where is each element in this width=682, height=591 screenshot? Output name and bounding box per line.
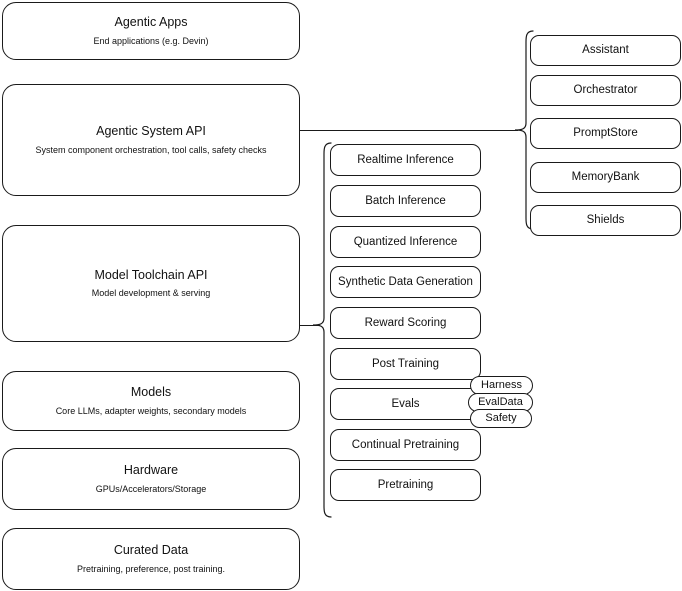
capability-label: Reward Scoring xyxy=(364,316,447,329)
stack-layer-curated-data[interactable]: Curated Data Pretraining, preference, po… xyxy=(2,528,300,590)
layer-subtitle: GPUs/Accelerators/Storage xyxy=(95,483,207,494)
capability-quantized-inference[interactable]: Quantized Inference xyxy=(330,226,481,258)
capability-label: Realtime Inference xyxy=(357,153,454,166)
connector-agentic-system-api-to-components xyxy=(300,130,518,132)
component-label: PromptStore xyxy=(573,127,638,140)
layer-subtitle: Core LLMs, adapter weights, secondary mo… xyxy=(55,405,247,416)
stack-layer-model-toolchain-api[interactable]: Model Toolchain API Model development & … xyxy=(2,225,300,342)
component-promptstore[interactable]: PromptStore xyxy=(530,118,681,149)
layer-title: Curated Data xyxy=(113,543,189,558)
component-shields[interactable]: Shields xyxy=(530,205,681,236)
eval-subcomponent-harness[interactable]: Harness xyxy=(470,376,533,395)
stack-layer-agentic-apps[interactable]: Agentic Apps End applications (e.g. Devi… xyxy=(2,2,300,60)
capability-continual-pretraining[interactable]: Continual Pretraining xyxy=(330,429,481,461)
layer-title: Agentic Apps xyxy=(114,15,188,30)
layer-subtitle: Pretraining, preference, post training. xyxy=(76,563,226,574)
eval-subcomponent-label: Safety xyxy=(485,411,517,424)
layer-subtitle: Model development & serving xyxy=(91,288,211,299)
capability-reward-scoring[interactable]: Reward Scoring xyxy=(330,307,481,339)
eval-subcomponent-safety[interactable]: Safety xyxy=(470,409,532,428)
eval-subcomponent-evaldata[interactable]: EvalData xyxy=(468,393,533,412)
capability-realtime-inference[interactable]: Realtime Inference xyxy=(330,144,481,176)
capability-synthetic-data-generation[interactable]: Synthetic Data Generation xyxy=(330,266,481,298)
layer-subtitle: End applications (e.g. Devin) xyxy=(93,35,209,46)
capability-evals[interactable]: Evals xyxy=(330,388,481,420)
component-label: Assistant xyxy=(582,44,629,57)
layer-title: Hardware xyxy=(123,463,179,478)
eval-subcomponent-label: EvalData xyxy=(478,395,523,408)
capability-label: Batch Inference xyxy=(365,194,446,207)
capability-label: Continual Pretraining xyxy=(351,438,460,451)
component-assistant[interactable]: Assistant xyxy=(530,35,681,66)
capability-label: Quantized Inference xyxy=(353,235,458,248)
stack-layer-agentic-system-api[interactable]: Agentic System API System component orch… xyxy=(2,84,300,196)
brace-middle xyxy=(312,140,332,520)
stack-layer-hardware[interactable]: Hardware GPUs/Accelerators/Storage xyxy=(2,448,300,510)
component-memorybank[interactable]: MemoryBank xyxy=(530,162,681,193)
layer-title: Agentic System API xyxy=(96,124,206,139)
capability-label: Synthetic Data Generation xyxy=(338,275,473,288)
layer-subtitle: System component orchestration, tool cal… xyxy=(35,144,267,155)
capability-post-training[interactable]: Post Training xyxy=(330,348,481,380)
component-label: MemoryBank xyxy=(571,171,640,184)
capability-label: Evals xyxy=(391,397,420,410)
layer-title: Model Toolchain API xyxy=(94,267,208,282)
connector-model-toolchain-api-to-capabilities xyxy=(300,325,320,327)
stack-layer-models[interactable]: Models Core LLMs, adapter weights, secon… xyxy=(2,371,300,431)
component-label: Orchestrator xyxy=(573,84,638,97)
component-orchestrator[interactable]: Orchestrator xyxy=(530,75,681,106)
eval-subcomponent-label: Harness xyxy=(481,378,522,391)
capability-label: Post Training xyxy=(371,357,440,370)
capability-label: Pretraining xyxy=(377,478,434,491)
capability-batch-inference[interactable]: Batch Inference xyxy=(330,185,481,217)
component-label: Shields xyxy=(586,214,625,227)
capability-pretraining[interactable]: Pretraining xyxy=(330,469,481,501)
layer-title: Models xyxy=(130,385,172,400)
